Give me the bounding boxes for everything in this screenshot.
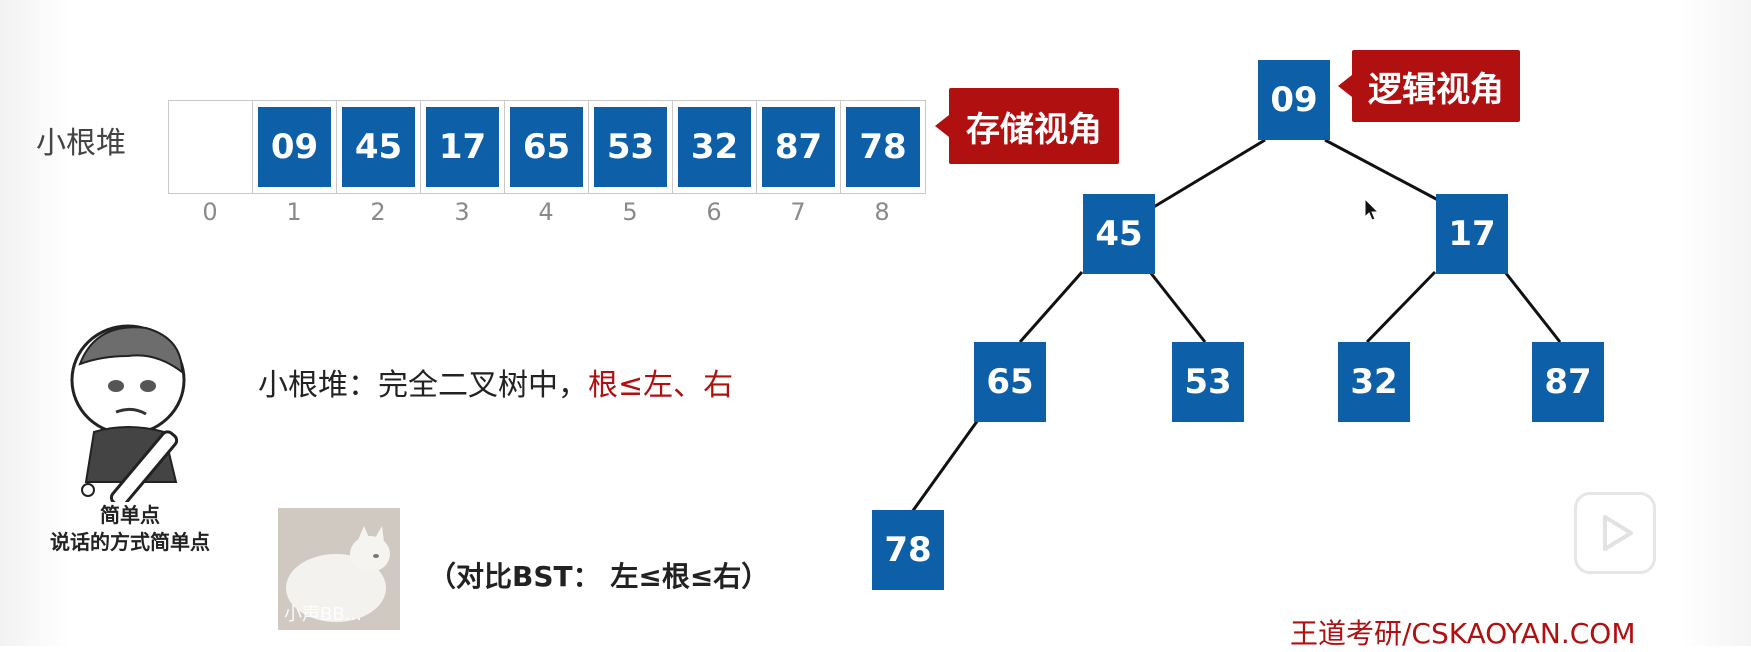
play-button[interactable] xyxy=(1574,492,1656,574)
tree-node-17: 17 xyxy=(1436,194,1508,274)
edge-17-32 xyxy=(1367,272,1435,342)
edge-17-87 xyxy=(1505,272,1560,342)
edge-45-65 xyxy=(1020,272,1082,342)
tree-node-45: 45 xyxy=(1083,194,1155,274)
definition-prefix: 小根堆：完全二叉树中， xyxy=(258,368,588,403)
mouse-cursor-icon xyxy=(1364,198,1380,222)
edge-65-78 xyxy=(912,420,978,512)
tree-node-87: 87 xyxy=(1532,342,1604,422)
edge-45-53 xyxy=(1150,272,1205,342)
tree-node-53: 53 xyxy=(1172,342,1244,422)
logic-view-callout: 逻辑视角 xyxy=(1352,50,1520,122)
edge-09-17 xyxy=(1325,140,1438,200)
cat-thumbnail: 小声BB... xyxy=(278,508,400,630)
meme-caption-line1: 简单点 xyxy=(30,502,230,529)
tree-node-09: 09 xyxy=(1258,60,1330,140)
meme-caption-line2: 说话的方式简单点 xyxy=(30,529,230,556)
brand-watermark: 王道考研/CSKAOYAN.COM xyxy=(1290,612,1635,652)
bst-comparison-note: （对比BST： 左≤根≤右） xyxy=(428,555,769,595)
cat-tag: 小声BB... xyxy=(284,600,362,626)
tree-node-32: 32 xyxy=(1338,342,1410,422)
meme-caption: 简单点 说话的方式简单点 xyxy=(30,502,230,556)
tree-node-65: 65 xyxy=(974,342,1046,422)
min-heap-definition: 小根堆：完全二叉树中，根≤左、右 xyxy=(258,360,733,404)
edge-09-45 xyxy=(1152,140,1265,208)
definition-highlight: 根≤左、右 xyxy=(588,368,733,403)
meme-figure-icon xyxy=(36,312,216,502)
tree-node-78: 78 xyxy=(872,510,944,590)
play-icon xyxy=(1577,495,1653,571)
